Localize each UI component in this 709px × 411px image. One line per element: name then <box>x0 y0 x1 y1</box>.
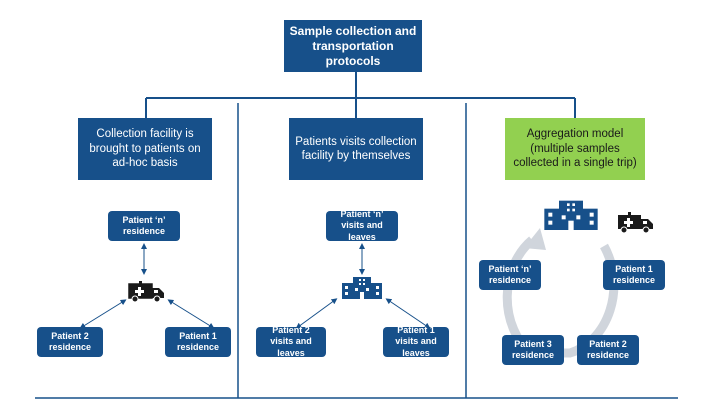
col1-node-patient-1-label: Patient 1 residence <box>176 330 220 352</box>
col2-node-patient-2-label: Patient 2 visits and leaves <box>270 325 312 358</box>
col3-node-patient-2-label: Patient 2 residence <box>586 338 630 360</box>
col1-arrow-right <box>167 299 215 329</box>
col2-node-patient-n-label: Patient ‘n’ visits and leaves <box>340 209 384 242</box>
col1-node-patient-2: Patient 2 residence <box>37 327 103 357</box>
col3-node-patient-2: Patient 2 residence <box>577 335 639 365</box>
hospital-icon <box>544 200 598 230</box>
col1-node-patient-n-label: Patient ‘n’ residence <box>122 214 166 236</box>
hospital-icon <box>342 277 382 299</box>
category-box-3: Aggregation model (multiple samples coll… <box>505 118 645 180</box>
col1-arrow-left <box>79 299 127 329</box>
col3-node-patient-n: Patient ‘n’ residence <box>479 260 541 290</box>
col2-node-patient-1: Patient 1 visits and leaves <box>383 325 449 358</box>
col2-arrow-right <box>385 298 431 329</box>
col3-node-patient-1-label: Patient 1 residence <box>612 263 656 285</box>
category-label-1: Collection facility is brought to patien… <box>89 128 201 170</box>
col1-node-patient-2-label: Patient 2 residence <box>48 330 92 352</box>
col1-node-patient-1: Patient 1 residence <box>165 327 231 357</box>
root-box: Sample collection and transportation pro… <box>284 20 422 72</box>
category-box-1: Collection facility is brought to patien… <box>78 118 212 180</box>
col2-node-patient-1-label: Patient 1 visits and leaves <box>395 325 437 358</box>
category-box-2: Patients visits collection facility by t… <box>289 118 423 180</box>
category-label-2: Patients visits collection facility by t… <box>295 135 417 162</box>
col2-node-patient-2: Patient 2 visits and leaves <box>256 325 326 358</box>
aggregation-loop-arrowhead <box>524 228 546 250</box>
ambulance-icon <box>618 212 653 234</box>
col3-node-patient-n-label: Patient ‘n’ residence <box>488 263 532 285</box>
ambulance-icon <box>128 281 164 303</box>
category-label-3: Aggregation model (multiple samples coll… <box>513 128 637 170</box>
col3-node-patient-3-label: Patient 3 residence <box>511 338 555 360</box>
col2-arrow-left <box>295 298 338 329</box>
col3-node-patient-1: Patient 1 residence <box>603 260 665 290</box>
root-label: Sample collection and transportation pro… <box>289 23 417 68</box>
col3-node-patient-3: Patient 3 residence <box>502 335 564 365</box>
col2-node-patient-n: Patient ‘n’ visits and leaves <box>326 209 398 242</box>
col1-node-patient-n: Patient ‘n’ residence <box>108 211 180 241</box>
